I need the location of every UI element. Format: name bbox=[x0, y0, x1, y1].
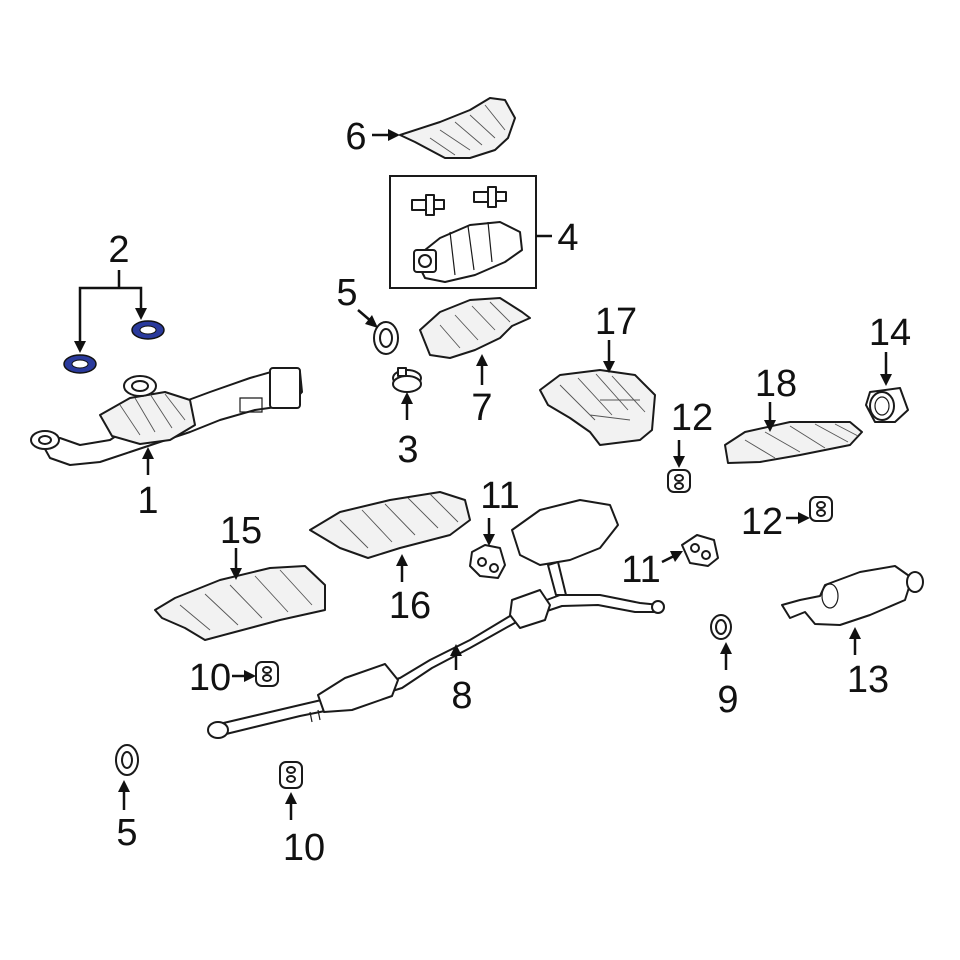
part-2-gaskets[interactable] bbox=[63, 320, 165, 374]
part-5-gasket-upper[interactable] bbox=[373, 321, 399, 355]
callout-labels: 1 2 3 4 5 5 6 7 8 9 10 10 11 11 12 12 13… bbox=[108, 116, 911, 869]
callout-2: 2 bbox=[108, 229, 129, 271]
part-15-heat-shield[interactable] bbox=[154, 565, 326, 641]
callout-9: 9 bbox=[717, 679, 738, 721]
callout-5-upper: 5 bbox=[336, 272, 357, 314]
part-9-gasket[interactable] bbox=[710, 614, 732, 640]
callout-10-upper: 10 bbox=[189, 657, 231, 699]
part-3-clamp[interactable] bbox=[392, 367, 422, 393]
callout-10-lower: 10 bbox=[283, 827, 325, 869]
callout-6: 6 bbox=[345, 116, 366, 158]
part-12-hanger-lower[interactable] bbox=[809, 496, 833, 522]
part-4-converter-kit[interactable] bbox=[389, 175, 537, 289]
callout-12-lower: 12 bbox=[741, 501, 783, 543]
part-8-center-pipe[interactable] bbox=[207, 499, 665, 739]
callout-17: 17 bbox=[595, 301, 637, 343]
callout-5-lower: 5 bbox=[116, 812, 137, 854]
part-16-heat-shield[interactable] bbox=[309, 491, 471, 559]
part-14-sleeve[interactable] bbox=[865, 387, 909, 423]
bolt-left-icon bbox=[411, 194, 445, 216]
part-7-heat-shield[interactable] bbox=[419, 297, 531, 359]
part-11-bracket-left[interactable] bbox=[469, 544, 506, 579]
callout-16: 16 bbox=[389, 585, 431, 627]
leader-arrows bbox=[74, 129, 892, 820]
part-10-hanger-lower[interactable] bbox=[279, 761, 303, 789]
callout-11-lower: 11 bbox=[621, 549, 660, 591]
callout-7: 7 bbox=[471, 387, 492, 429]
callout-13: 13 bbox=[847, 659, 889, 701]
converter-icon bbox=[413, 221, 523, 283]
callout-8: 8 bbox=[451, 675, 472, 717]
part-11-bracket-right[interactable] bbox=[681, 534, 719, 567]
part-18-heat-shield[interactable] bbox=[724, 421, 863, 464]
callout-3: 3 bbox=[397, 429, 418, 471]
callout-18: 18 bbox=[755, 363, 797, 405]
callout-12-upper: 12 bbox=[671, 397, 713, 439]
part-6-heat-shield[interactable] bbox=[399, 97, 516, 159]
bolt-right-icon bbox=[473, 186, 507, 208]
callout-1: 1 bbox=[137, 480, 158, 522]
callout-4: 4 bbox=[557, 217, 578, 259]
part-1-front-pipe[interactable] bbox=[30, 367, 303, 466]
callout-15: 15 bbox=[220, 510, 262, 552]
part-17-heat-shield[interactable] bbox=[539, 369, 656, 446]
part-5-gasket-lower[interactable] bbox=[115, 744, 139, 776]
part-10-hanger-upper[interactable] bbox=[255, 661, 279, 687]
callout-14: 14 bbox=[869, 312, 911, 354]
callout-11-upper: 11 bbox=[480, 475, 519, 517]
part-13-muffler[interactable] bbox=[781, 565, 924, 626]
part-12-hanger-upper[interactable] bbox=[667, 469, 691, 493]
